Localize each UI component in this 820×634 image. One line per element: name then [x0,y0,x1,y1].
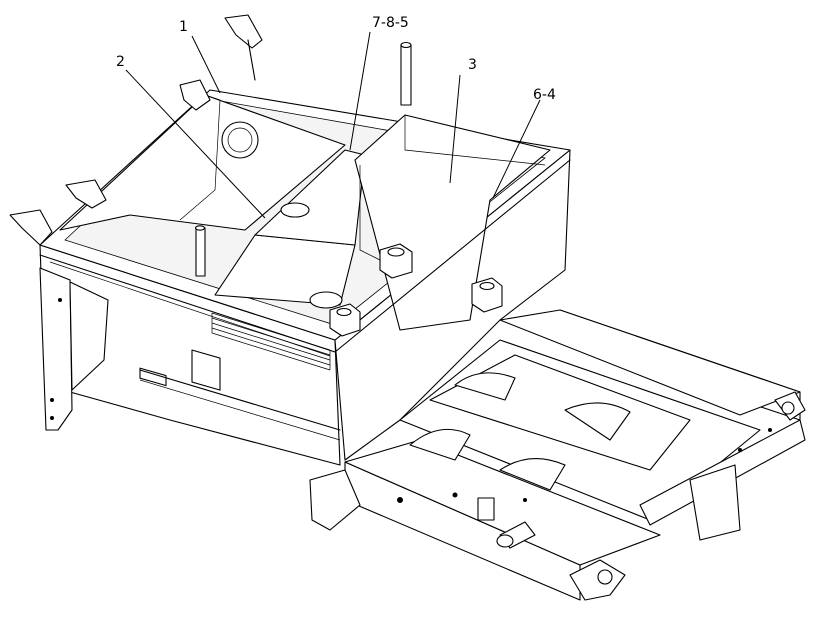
callout-7-8-5: 7-8-5 [372,15,409,31]
vertical-pins [194,41,412,277]
rear-hooks [9,14,263,246]
leader-lines [125,31,541,219]
mount-lugs [329,243,503,337]
chassis-rails [309,309,806,601]
vent-grille [211,312,331,371]
main-frame-body [39,89,571,466]
callout-labels: 1 2 7-8-5 3 6-4 [116,15,556,103]
callout-1: 1 [179,19,188,35]
callout-3: 3 [468,57,477,73]
callout-6-4: 6-4 [533,87,556,103]
left-leg-bracket [39,267,109,431]
callout-2: 2 [116,54,125,70]
